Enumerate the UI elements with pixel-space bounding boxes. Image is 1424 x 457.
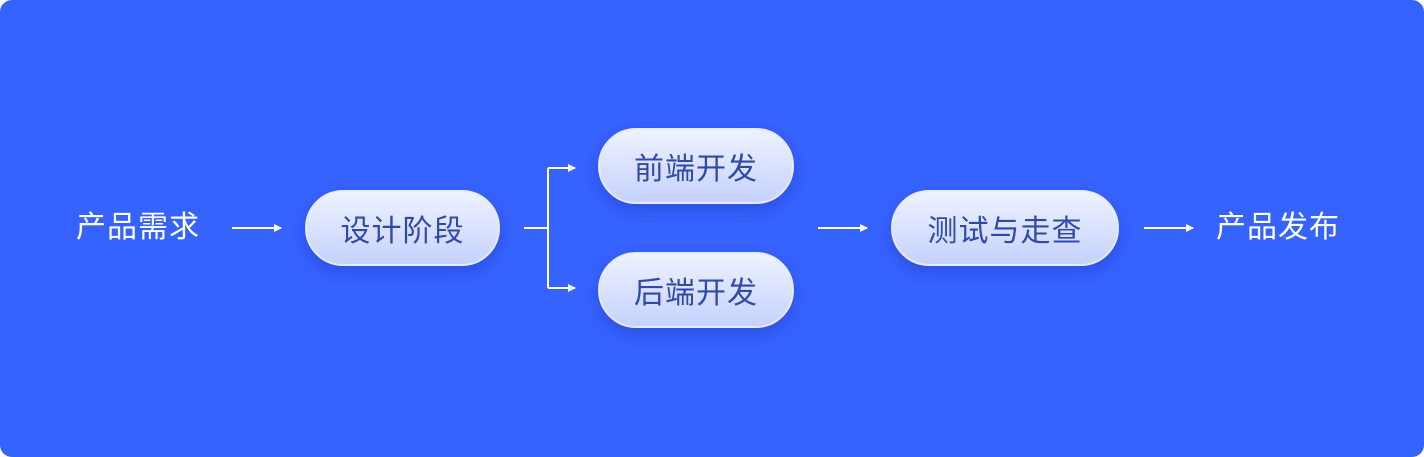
node-design-stage: 设计阶段 <box>305 190 500 266</box>
node-testing-review: 测试与走查 <box>891 190 1119 266</box>
node-backend-dev: 后端开发 <box>598 252 794 328</box>
node-product-requirement: 产品需求 <box>76 210 200 245</box>
node-backend-dev-label: 后端开发 <box>634 276 758 311</box>
node-frontend-dev-label: 前端开发 <box>634 152 758 187</box>
branch-connector <box>524 168 549 288</box>
node-product-release: 产品发布 <box>1216 210 1340 245</box>
node-design-stage-label: 设计阶段 <box>340 214 465 249</box>
node-frontend-dev: 前端开发 <box>598 128 794 204</box>
node-testing-review-label: 测试与走查 <box>927 214 1083 249</box>
